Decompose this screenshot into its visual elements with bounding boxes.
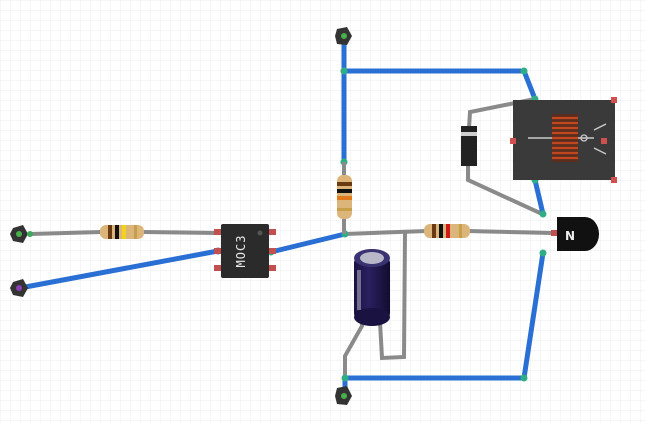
optocoupler-label: MOC3 (234, 235, 248, 268)
wire-input-resistor-left[interactable] (28, 230, 104, 236)
terminal-input-bottom[interactable] (10, 279, 28, 297)
relay[interactable] (510, 97, 617, 183)
wire-cap-positive[interactable] (378, 230, 407, 361)
terminal-supply-top[interactable] (335, 27, 352, 45)
wire-relay-diode-bottom[interactable] (466, 164, 542, 215)
base-resistor[interactable] (424, 224, 470, 238)
transistor-marking: N (565, 229, 575, 243)
wire-input-bottom[interactable] (17, 248, 221, 291)
wire-supply-relay[interactable] (521, 68, 538, 102)
terminal-input-top[interactable] (10, 225, 28, 243)
wire-base-resistor-right[interactable] (465, 229, 554, 235)
pullup-resistor[interactable] (337, 162, 352, 234)
optocoupler-chip[interactable]: MOC3 (214, 224, 276, 278)
flyback-diode[interactable] (461, 126, 477, 166)
terminal-supply-bottom[interactable] (335, 386, 352, 405)
blue-wires (17, 35, 546, 399)
wire-opto-output[interactable] (268, 231, 348, 255)
npn-transistor[interactable]: N (551, 217, 599, 251)
wire-input-resistor-right[interactable] (140, 230, 220, 235)
wire-transistor-emitter[interactable] (521, 250, 546, 381)
wire-base-resistor-left[interactable] (343, 229, 429, 236)
wire-relay-transistor[interactable] (532, 177, 546, 217)
relay-contacts (528, 123, 607, 155)
input-resistor[interactable] (100, 225, 144, 239)
electrolytic-capacitor[interactable] (354, 249, 390, 326)
relay-coil (552, 114, 578, 162)
